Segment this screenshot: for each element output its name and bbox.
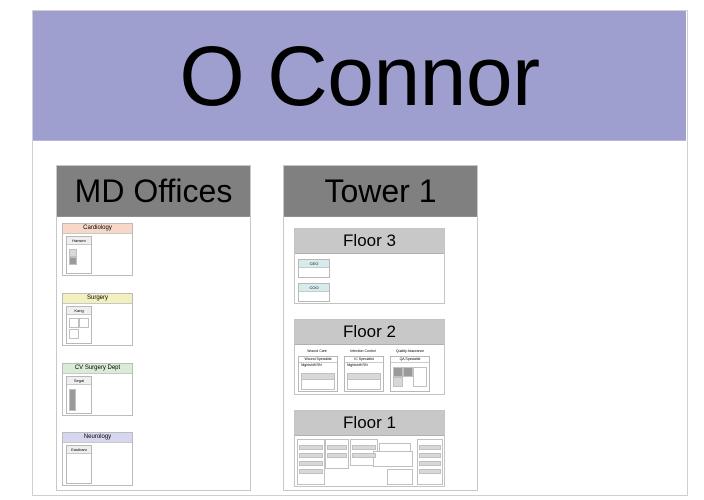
group-sub: IC Specialist	[345, 357, 383, 363]
group-sub: Wound Specialist	[299, 357, 337, 363]
group-name: Quality Assurance	[395, 349, 425, 353]
staff-slot	[69, 257, 77, 265]
group-role: Nightshift RN	[347, 363, 368, 367]
unit-name: COO	[299, 284, 329, 292]
staff-slot	[79, 318, 89, 328]
unit-coo: COO	[298, 283, 330, 302]
group-box: Wound Specialist Nightshift RN	[298, 356, 338, 392]
tower-heading: Tower 1	[284, 166, 477, 217]
staff-slot	[393, 377, 403, 387]
staff-slot	[301, 379, 335, 390]
staff-slot	[69, 249, 77, 257]
person-box: Hansen	[66, 236, 92, 274]
staff-slot	[393, 367, 403, 377]
group-sub: QA Specialist	[391, 357, 429, 363]
dept-card-cardiology[interactable]: Cardiology Hansen	[62, 223, 133, 276]
group-infection-control: Infection Control IC Specialist Nightshi…	[343, 349, 384, 392]
person-name: Segal	[67, 377, 91, 385]
group-name: Infection Control	[350, 349, 376, 353]
person-name: Eastham	[67, 446, 91, 454]
staff-slot	[69, 389, 76, 411]
person-name: Hansen	[67, 237, 91, 245]
unit-block	[352, 453, 376, 458]
group-box: IC Specialist Nightshift RN	[344, 356, 384, 392]
unit-ceo: CEO	[298, 259, 330, 278]
title-banner: O Connor	[33, 11, 686, 141]
floor-2-label: Floor 2	[295, 320, 444, 345]
unit-block	[387, 469, 413, 485]
floor-1-card[interactable]: Floor 1	[294, 410, 445, 487]
person-box: Kang	[66, 306, 92, 344]
dept-title: Neurology	[63, 433, 132, 443]
group-name: Wound Care	[307, 349, 327, 353]
staff-slot	[69, 329, 79, 339]
person-box: Eastham	[66, 445, 92, 484]
unit-block	[299, 453, 323, 458]
staff-slot	[413, 367, 427, 387]
staff-slot	[347, 379, 381, 390]
floor-3-label: Floor 3	[295, 229, 444, 254]
unit-block	[299, 445, 323, 450]
floor-1-label: Floor 1	[295, 411, 444, 436]
unit-block	[419, 469, 441, 474]
group-role: Nightshift RN	[301, 363, 322, 367]
unit-block	[327, 453, 347, 458]
group-wound-care: Wound Care Wound Specialist Nightshift R…	[297, 349, 338, 392]
unit-block	[299, 461, 323, 466]
person-name: Kang	[67, 307, 91, 315]
unit-block	[419, 445, 441, 450]
staff-slot	[403, 367, 413, 377]
md-offices-heading: MD Offices	[57, 166, 250, 217]
group-quality-assurance: Quality Assurance QA Specialist	[389, 349, 431, 392]
unit-block	[352, 445, 376, 450]
dept-card-neurology[interactable]: Neurology Eastham	[62, 432, 133, 486]
dept-card-cv-surgery[interactable]: CV Surgery Dept Segal	[62, 363, 133, 416]
dept-title: CV Surgery Dept	[63, 364, 132, 374]
group-box: QA Specialist	[390, 356, 430, 392]
unit-block	[419, 461, 441, 466]
page-title: O Connor	[179, 28, 540, 123]
unit-block	[373, 451, 413, 467]
staff-slot	[69, 318, 79, 328]
dept-title: Surgery	[63, 294, 132, 304]
floor-3-card[interactable]: Floor 3 CEO COO	[294, 228, 445, 304]
person-box: Segal	[66, 376, 92, 414]
floor-2-card[interactable]: Floor 2 Wound Care Wound Specialist Nigh…	[294, 319, 445, 395]
dept-title: Cardiology	[63, 224, 132, 234]
unit-block	[419, 453, 441, 458]
unit-block	[327, 445, 347, 450]
unit-name: CEO	[299, 260, 329, 268]
dept-card-surgery[interactable]: Surgery Kang	[62, 293, 133, 346]
unit-block	[299, 469, 323, 474]
